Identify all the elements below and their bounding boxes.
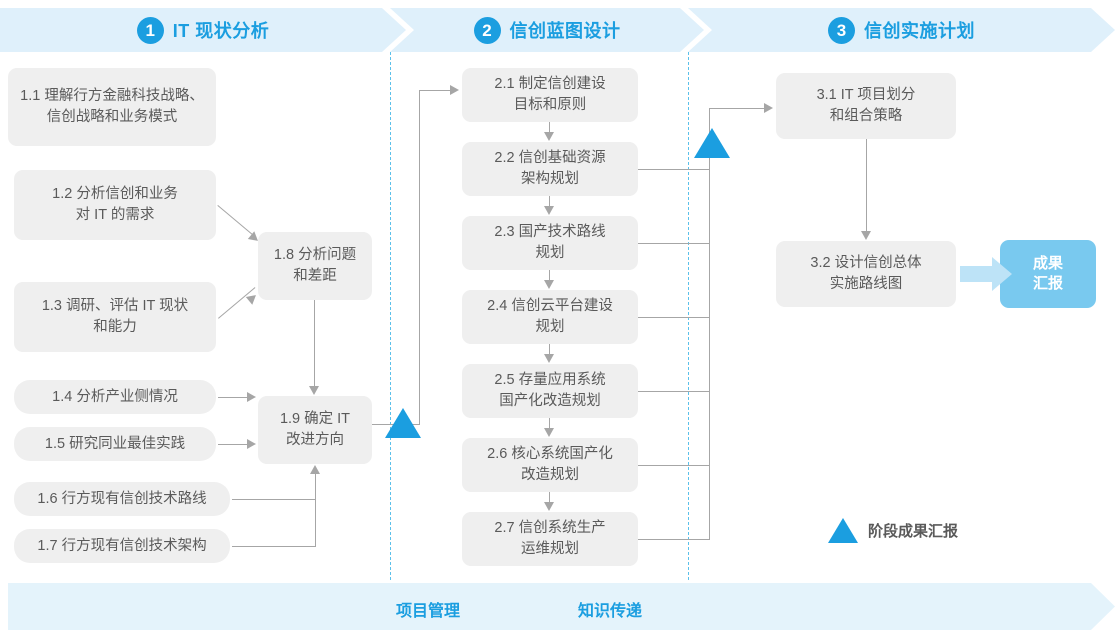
connector-2-6-to-2-7 (549, 492, 551, 503)
result-arrow-icon (960, 257, 1014, 291)
process-box-2-7[interactable]: 2.7 信创系统生产 运维规划 (462, 512, 638, 566)
connector-2-5-to-bus (638, 391, 710, 393)
bottom-band (8, 583, 1115, 630)
connector-2-3-to-bus (638, 243, 710, 245)
connector-2-3-to-2-4 (549, 270, 551, 281)
stage-header-3[interactable]: 3 信创实施计划 (688, 8, 1115, 52)
process-box-1-1[interactable]: 1.1 理解行方金融科技战略、 信创战略和业务模式 (8, 68, 216, 146)
arrowhead-bus-to-1-9 (310, 465, 320, 474)
connector-1-4-to-1-9 (218, 397, 248, 399)
connector-riser-to-2-1 (419, 90, 421, 425)
arrowhead-1-8-to-1-9 (309, 386, 319, 395)
arrowhead-2-3-to-2-4 (544, 280, 554, 289)
stage-title-2: 信创蓝图设计 (509, 21, 621, 41)
arrowhead-2-6-to-2-7 (544, 502, 554, 511)
connector-2-2-to-bus (638, 169, 710, 171)
process-box-2-2[interactable]: 2.2 信创基础资源 架构规划 (462, 142, 638, 196)
process-box-1-9[interactable]: 1.9 确定 IT 改进方向 (258, 396, 372, 464)
process-box-2-6[interactable]: 2.6 核心系统国产化 改造规划 (462, 438, 638, 492)
connector-2-4-to-2-5 (549, 344, 551, 355)
milestone-triangle-stage1 (385, 408, 421, 438)
process-box-1-2[interactable]: 1.2 分析信创和业务 对 IT 的需求 (14, 170, 216, 240)
result-report-box[interactable]: 成果 汇报 (1000, 240, 1096, 308)
milestone-triangle-stage2 (694, 128, 730, 158)
arrowhead-2-1-to-2-2 (544, 132, 554, 141)
legend: 阶段成果汇报 (828, 518, 958, 543)
process-box-1-5[interactable]: 1.5 研究同业最佳实践 (14, 427, 216, 461)
stage-number-2: 2 (473, 16, 501, 44)
triangle-icon (828, 518, 858, 543)
connector-1-5-to-1-9 (218, 444, 248, 446)
connector-2-2-to-2-3 (549, 196, 551, 207)
stage-header-2[interactable]: 2 信创蓝图设计 (390, 8, 704, 52)
arrowhead-2-2-to-2-3 (544, 206, 554, 215)
stage-number-1: 1 (136, 16, 164, 44)
connector-2-4-to-bus (638, 317, 710, 319)
arrowhead-2-4-to-2-5 (544, 354, 554, 363)
process-box-1-6[interactable]: 1.6 行方现有信创技术路线 (14, 482, 230, 516)
connector-1-7-to-bus (232, 546, 316, 548)
process-box-1-7[interactable]: 1.7 行方现有信创技术架构 (14, 529, 230, 563)
column-divider-2 (688, 52, 689, 580)
connector-2-5-to-2-6 (549, 418, 551, 429)
bottom-label-knowledge-transfer: 知识传递 (578, 603, 643, 620)
stage-header-1[interactable]: 1 IT 现状分析 (0, 8, 406, 52)
connector-2-6-to-bus (638, 465, 710, 467)
arrowhead-2-5-to-2-6 (544, 428, 554, 437)
arrowhead-3-1-to-3-2 (861, 231, 871, 240)
stage-title-1: IT 现状分析 (172, 21, 270, 41)
arrowhead-1-4-to-1-9 (247, 392, 256, 402)
connector-2-7-to-bus (638, 539, 710, 541)
process-box-1-4[interactable]: 1.4 分析产业侧情况 (14, 380, 216, 414)
connector-1-6-to-bus (232, 499, 316, 501)
arrowhead-into-3-1 (764, 103, 773, 113)
connector-bus-into-3-1 (709, 108, 765, 110)
arrowhead-into-2-1 (450, 85, 459, 95)
connector-bus-1-6-7-vertical (315, 474, 317, 547)
connector-2-1-to-2-2 (549, 122, 551, 133)
connector-1-8-to-1-9 (314, 300, 316, 386)
process-box-2-5[interactable]: 2.5 存量应用系统 国产化改造规划 (462, 364, 638, 418)
process-box-3-1[interactable]: 3.1 IT 项目划分 和组合策略 (776, 73, 956, 139)
bottom-label-project-management: 项目管理 (396, 603, 461, 620)
process-box-2-1[interactable]: 2.1 制定信创建设 目标和原则 (462, 68, 638, 122)
stage-title-3: 信创实施计划 (864, 21, 975, 41)
process-box-2-3[interactable]: 2.3 国产技术路线 规划 (462, 216, 638, 270)
stage-number-3: 3 (828, 16, 855, 44)
arrowhead-1-5-to-1-9 (247, 439, 256, 449)
process-box-1-8[interactable]: 1.8 分析问题 和差距 (258, 232, 372, 300)
connector-riser-into-2-1 (419, 90, 451, 92)
process-box-2-4[interactable]: 2.4 信创云平台建设 规划 (462, 290, 638, 344)
process-box-3-2[interactable]: 3.2 设计信创总体 实施路线图 (776, 241, 956, 307)
connector-1-2-to-1-8 (217, 205, 255, 237)
column-divider-1 (390, 52, 391, 580)
process-box-1-3[interactable]: 1.3 调研、评估 IT 现状 和能力 (14, 282, 216, 352)
legend-label: 阶段成果汇报 (868, 523, 959, 540)
connector-3-1-to-3-2 (866, 139, 868, 231)
connector-stage2-bus-vertical (709, 108, 711, 540)
